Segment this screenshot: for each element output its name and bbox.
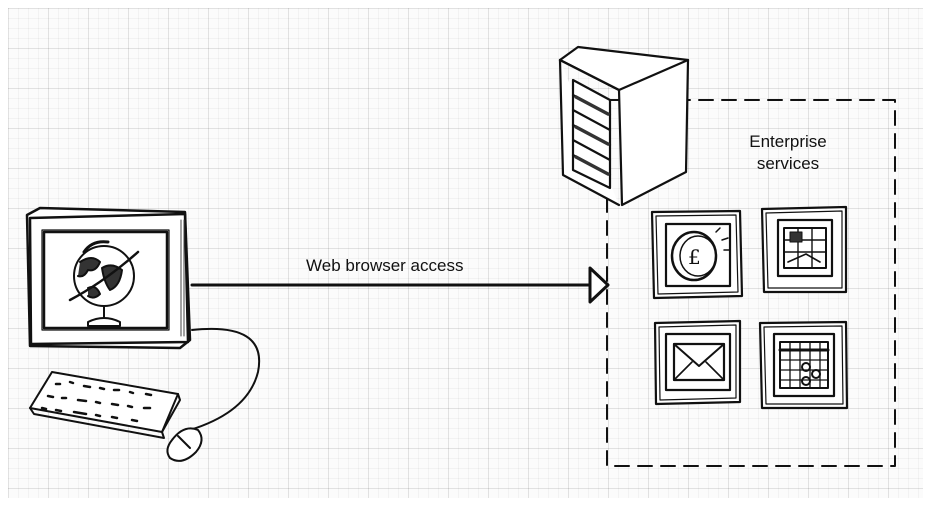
enterprise-services-group (606, 99, 896, 467)
globe-icon (68, 240, 140, 327)
enterprise-services-title-line1: Enterprise (749, 132, 827, 151)
enterprise-services-title-line2: services (756, 154, 820, 173)
desktop-computer-icon (25, 206, 261, 431)
svg-text:£: £ (688, 245, 701, 269)
pound-coin-icon: £ (650, 209, 744, 300)
web-access-arrow (190, 266, 610, 304)
keyboard-icon (29, 371, 181, 439)
email-envelope-icon (653, 319, 742, 406)
mouse-icon (166, 427, 203, 462)
floor-plan-document-icon (760, 205, 848, 294)
server-rack-icon (558, 45, 690, 207)
web-browser-access-label: Web browser access (306, 256, 464, 275)
enterprise-services-title: Enterprise services (728, 131, 848, 175)
calendar-icon (758, 320, 849, 410)
